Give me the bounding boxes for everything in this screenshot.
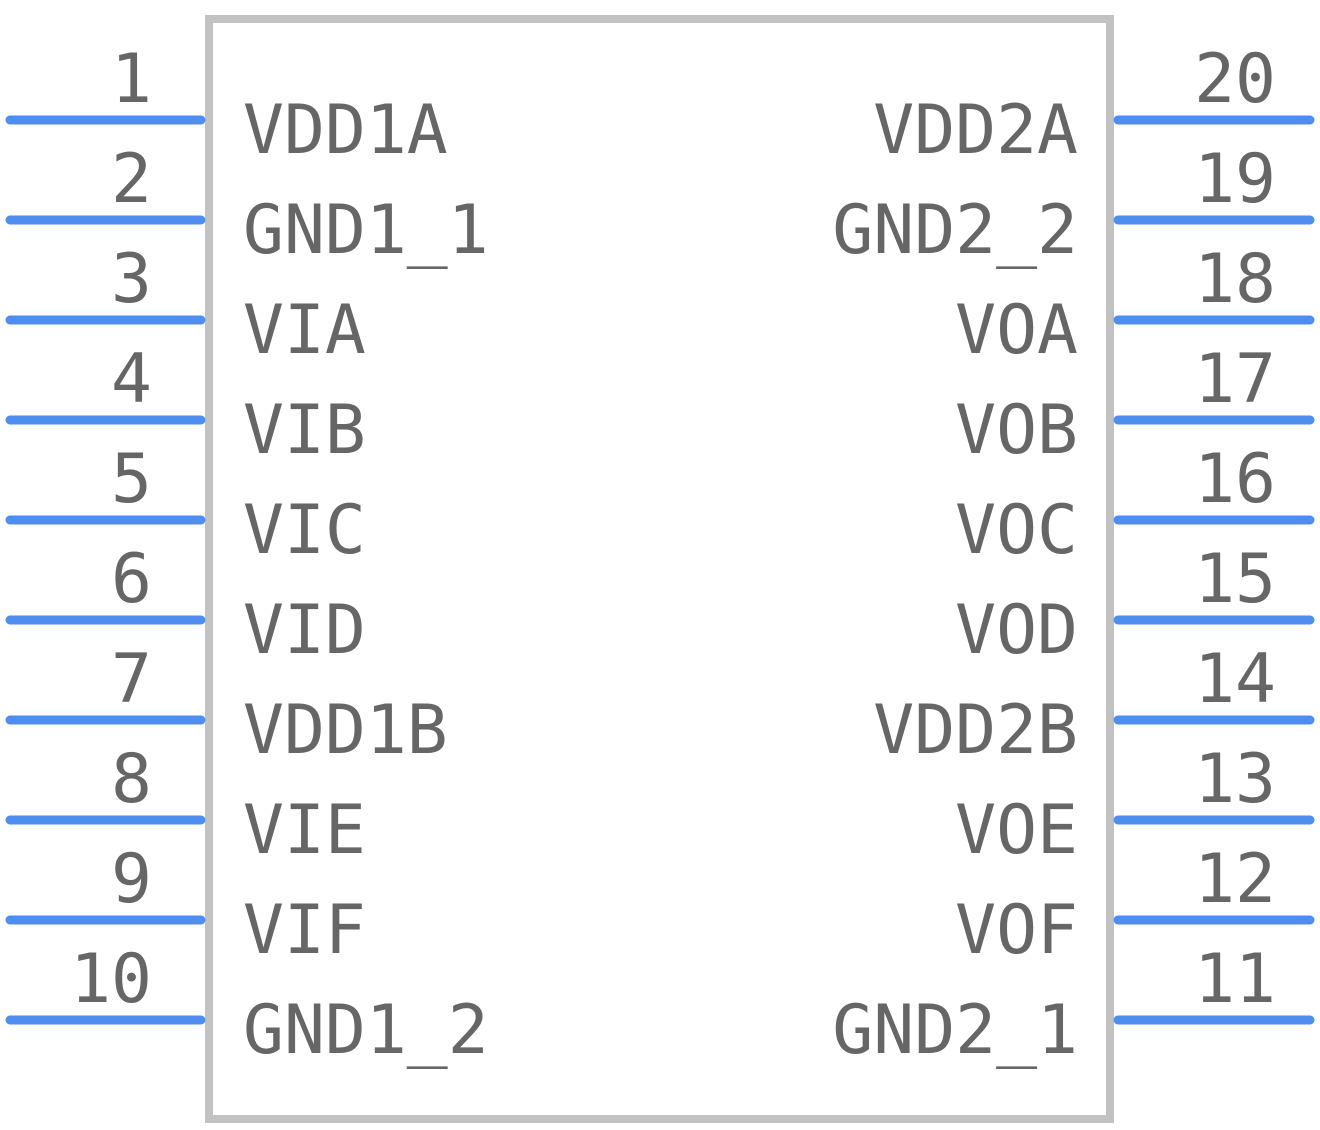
pin-13-number: 13: [1194, 740, 1276, 819]
pin-20-label: VDD2A: [873, 91, 1078, 170]
pin-1-number: 1: [111, 40, 152, 119]
pin-20-number: 20: [1194, 40, 1276, 119]
pin-3-label: VIA: [243, 291, 366, 370]
pin-19-number: 19: [1194, 140, 1276, 219]
pin-5-label: VIC: [243, 491, 366, 570]
pin-12-label: VOF: [955, 891, 1078, 970]
pin-16-number: 16: [1194, 440, 1276, 519]
ic-body-outline: [205, 15, 1114, 1123]
pin-10-number: 10: [70, 940, 152, 1019]
pin-9-number: 9: [111, 840, 152, 919]
pin-3-number: 3: [111, 240, 152, 319]
pin-5-number: 5: [111, 440, 152, 519]
pin-6-number: 6: [111, 540, 152, 619]
pin-12-number: 12: [1194, 840, 1276, 919]
pin-10-label: GND1_2: [243, 991, 489, 1070]
pin-14-number: 14: [1194, 640, 1276, 719]
pin-2-number: 2: [111, 140, 152, 219]
pin-8-number: 8: [111, 740, 152, 819]
pin-2-label: GND1_1: [243, 191, 489, 270]
pin-17-label: VOB: [955, 391, 1078, 470]
pin-17-number: 17: [1194, 340, 1276, 419]
pin-8-label: VIE: [243, 791, 366, 870]
pin-9-label: VIF: [243, 891, 366, 970]
pin-18-number: 18: [1194, 240, 1276, 319]
pin-19-label: GND2_2: [832, 191, 1078, 270]
pin-13-label: VOE: [955, 791, 1078, 870]
pin-1-label: VDD1A: [243, 91, 448, 170]
pin-11-number: 11: [1194, 940, 1276, 1019]
pin-4-number: 4: [111, 340, 152, 419]
pin-16-label: VOC: [955, 491, 1078, 570]
pin-7-label: VDD1B: [243, 691, 448, 770]
pin-6-label: VID: [243, 591, 366, 670]
pin-15-label: VOD: [955, 591, 1078, 670]
pin-14-label: VDD2B: [873, 691, 1078, 770]
pin-4-label: VIB: [243, 391, 366, 470]
pin-11-label: GND2_1: [832, 991, 1078, 1070]
pin-18-label: VOA: [955, 291, 1078, 370]
pin-15-number: 15: [1194, 540, 1276, 619]
pin-7-number: 7: [111, 640, 152, 719]
